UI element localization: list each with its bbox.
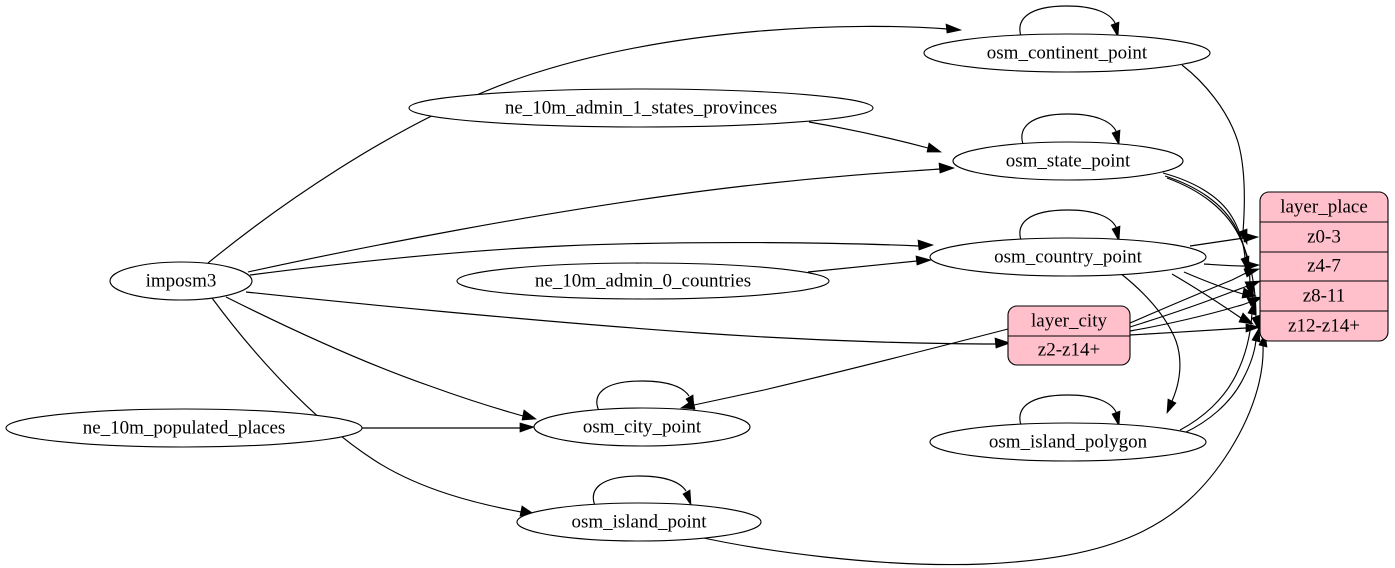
- edge-osm_country_point-self-loop: [1019, 209, 1121, 244]
- node-label-ne_10m_admin_0_countries: ne_10m_admin_0_countries: [535, 270, 751, 291]
- edge-layer_city-to-layer_place-z12-z14plus: [1129, 323, 1262, 336]
- node-osm_state_point[interactable]: osm_state_point: [952, 141, 1184, 181]
- edge-ne_10m_admin_0_countries-to-osm_country_point: [807, 255, 933, 273]
- edge-osm_island_polygon-to-layer_place-z12-z14plus: [1183, 326, 1261, 434]
- edge-imposm3-to-osm_country_point: [249, 239, 935, 276]
- node-label-ne_10m_populated_places: ne_10m_populated_places: [83, 417, 286, 438]
- edge-osm_country_point-to-layer_place-z4-7: [1203, 260, 1261, 271]
- node-layer_place[interactable]: layer_place z0-3 z4-7 z8-11 z12-z14+: [1259, 191, 1389, 342]
- node-label-osm_country_point: osm_country_point: [994, 246, 1142, 267]
- record-row-layer_city-title: layer_city: [1031, 310, 1107, 331]
- edge-imposm3-to-osm_island_point: [211, 297, 535, 517]
- edge-osm_country_point-to-layer_place-z0-3: [1189, 232, 1260, 247]
- node-label-osm_island_polygon: osm_island_polygon: [989, 431, 1148, 452]
- edge-layer_city-to-osm_city_point: [679, 328, 1009, 410]
- record-row-layer_place-z0-3[interactable]: z0-3: [1307, 226, 1341, 247]
- record-row-layer_place-z4-7[interactable]: z4-7: [1307, 255, 1341, 276]
- edge-imposm3-to-layer_city: [245, 291, 1012, 349]
- edge-layer_city-to-layer_place-z0-3: [1129, 268, 1261, 324]
- edge-osm_island_polygon-self-loop: [1019, 394, 1121, 429]
- record-row-layer_place-z8-11[interactable]: z8-11: [1303, 285, 1346, 306]
- node-osm_country_point[interactable]: osm_country_point: [929, 237, 1207, 277]
- edge-imposm3-to-osm_city_point: [225, 296, 537, 421]
- node-osm_island_point[interactable]: osm_island_point: [516, 502, 762, 542]
- edge-osm_island_polygon-to-layer_place-z8-11: [1179, 299, 1257, 431]
- node-label-osm_state_point: osm_state_point: [1006, 150, 1131, 171]
- node-label-ne_10m_admin_1_states_provinces: ne_10m_admin_1_states_provinces: [505, 97, 777, 118]
- node-layer_city[interactable]: layer_city z2-z14+: [1007, 305, 1131, 366]
- node-label-osm_city_point: osm_city_point: [583, 416, 702, 437]
- edge-osm_country_point-to-layer_place-z12-z14plus: [1171, 273, 1254, 325]
- edge-osm_state_point-to-layer_place-z8-11: [1164, 175, 1255, 300]
- edge-osm_continent_point-to-layer_place-z0-3: [1181, 64, 1248, 246]
- node-osm_city_point[interactable]: osm_city_point: [533, 407, 751, 447]
- node-imposm3[interactable]: imposm3: [109, 261, 253, 301]
- edge-osm_state_point-self-loop: [1021, 113, 1121, 148]
- edge-osm_continent_point-self-loop: [1019, 5, 1120, 40]
- record-row-layer_city-z2-z14plus[interactable]: z2-z14+: [1038, 339, 1100, 360]
- edge-ne_10m_populated_places-to-osm_city_point: [362, 422, 536, 433]
- edge-ne_10m_admin_1_states_provinces-to-osm_state_point: [808, 121, 943, 153]
- node-layer: imposm3 ne_10m_admin_1_states_provinces …: [5, 33, 1211, 542]
- record-node-layer: layer_place z0-3 z4-7 z8-11 z12-z14+ lay…: [1007, 191, 1389, 366]
- node-ne_10m_admin_0_countries[interactable]: ne_10m_admin_0_countries: [456, 262, 830, 300]
- node-osm_island_polygon[interactable]: osm_island_polygon: [929, 422, 1207, 462]
- record-row-layer_place-title: layer_place: [1280, 196, 1368, 217]
- node-osm_continent_point[interactable]: osm_continent_point: [923, 33, 1211, 73]
- edge-layer_city-to-layer_place-z4-7: [1129, 280, 1262, 328]
- edge-imposm3-to-osm_continent_point: [207, 23, 963, 264]
- record-row-layer_place-z12-z14plus[interactable]: z12-z14+: [1288, 315, 1360, 336]
- edge-osm_country_point-to-osm_island_polygon: [1119, 272, 1181, 414]
- node-ne_10m_populated_places[interactable]: ne_10m_populated_places: [5, 408, 363, 448]
- node-ne_10m_admin_1_states_provinces[interactable]: ne_10m_admin_1_states_provinces: [408, 88, 874, 128]
- edge-osm_island_point-self-loop: [592, 475, 692, 509]
- node-label-imposm3: imposm3: [146, 270, 217, 291]
- edge-osm_country_point-to-layer_place-z8-11: [1183, 271, 1257, 299]
- node-label-osm_continent_point: osm_continent_point: [987, 42, 1148, 63]
- edge-layer: [207, 5, 1268, 566]
- node-label-osm_island_point: osm_island_point: [571, 511, 707, 532]
- edge-imposm3-to-osm_state_point: [247, 162, 956, 273]
